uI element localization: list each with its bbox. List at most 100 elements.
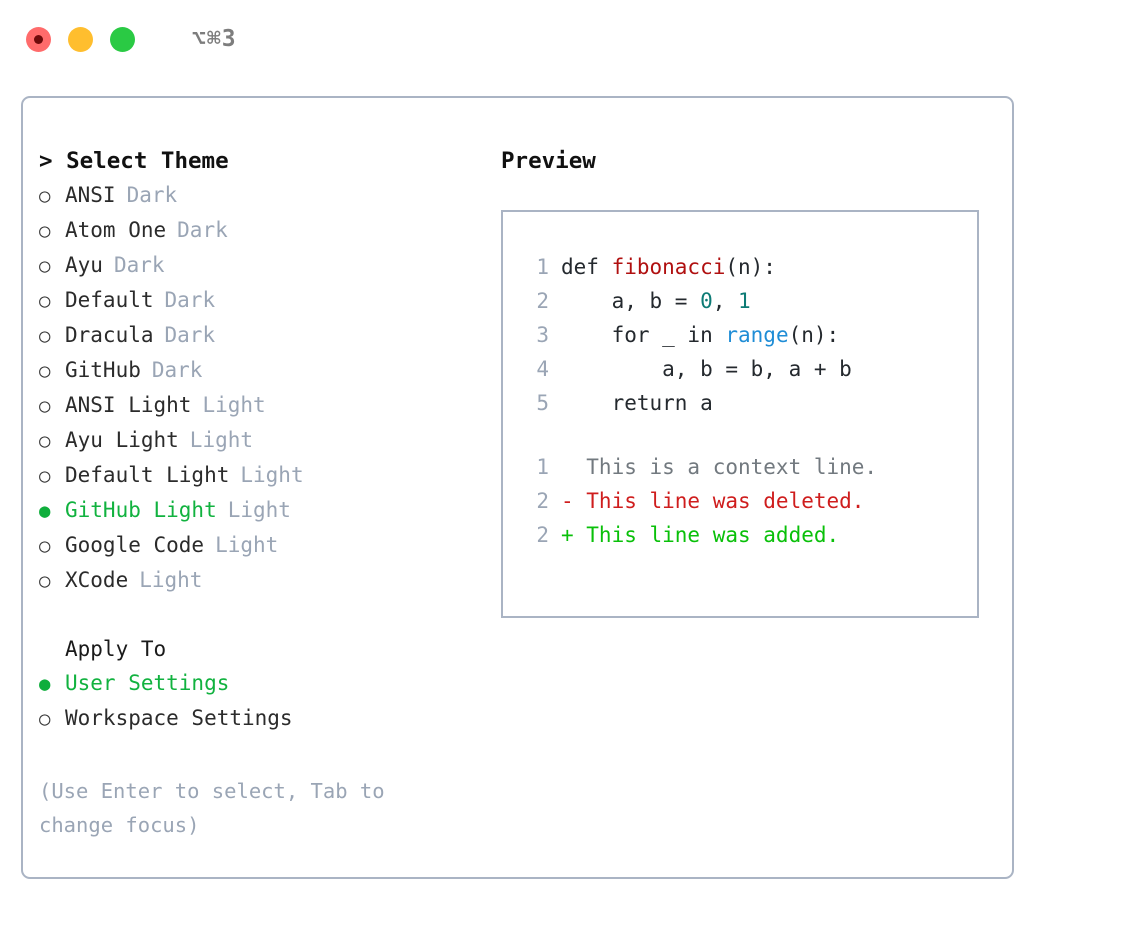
code-line: 2 a, b = 0, 1: [515, 284, 977, 318]
code-line: 4 a, b = b, a + b: [515, 352, 977, 386]
theme-name: GitHub: [65, 358, 141, 382]
keyboard-hint: (Use Enter to select, Tab to change focu…: [39, 774, 449, 842]
code-line: 1 def fibonacci(n):: [515, 250, 977, 284]
close-button[interactable]: [26, 26, 51, 52]
theme-list-item[interactable]: ○ Default Dark: [39, 283, 489, 318]
theme-name: ANSI Light: [65, 393, 192, 417]
theme-name: Default: [65, 288, 154, 312]
keyboard-hint-line-1: (Use Enter to select, Tab to: [39, 779, 385, 803]
theme-name: Google Code: [65, 533, 205, 557]
apply-to-label: Workspace Settings: [65, 706, 293, 730]
radio-icon: ○: [39, 430, 51, 452]
code-token-number: 1: [738, 289, 751, 313]
diff-content: + This line was added.: [561, 523, 840, 547]
code-token: def: [561, 255, 612, 279]
code-content: def fibonacci(n):: [561, 250, 776, 284]
window-controls: [26, 26, 135, 52]
theme-variant-tag: Dark: [164, 288, 216, 312]
theme-list-item[interactable]: ○ ANSI Light Light: [39, 388, 489, 423]
theme-variant-tag: Light: [189, 428, 254, 452]
radio-icon: ○: [39, 535, 51, 557]
code-token: (n):: [725, 255, 776, 279]
diff-line-deleted: 2 - This line was deleted.: [515, 484, 977, 518]
theme-list-item[interactable]: ○ ANSI Dark: [39, 178, 489, 213]
radio-icon: ○: [39, 220, 51, 242]
minimize-button[interactable]: [68, 26, 93, 52]
diff-line-added: 2 + This line was added.: [515, 518, 977, 552]
theme-name: ANSI: [65, 183, 116, 207]
radio-icon-selected: ●: [39, 500, 51, 522]
code-block-separator: [515, 420, 977, 450]
theme-name: Default Light: [65, 463, 230, 487]
theme-name: XCode: [65, 568, 129, 592]
theme-variant-tag: Light: [227, 498, 291, 522]
select-theme-header: > Select Theme: [39, 148, 229, 174]
keyboard-hint-line-2: change focus): [39, 813, 200, 837]
code-token: for _ in: [561, 323, 726, 347]
theme-name: GitHub Light: [65, 498, 217, 522]
radio-icon: ○: [39, 708, 51, 730]
code-line: 5 return a: [515, 386, 977, 420]
theme-variant-tag: Light: [139, 568, 203, 592]
line-number: 3: [536, 323, 549, 347]
radio-icon: ○: [39, 255, 51, 277]
radio-icon: ○: [39, 395, 51, 417]
panel-columns: > Select Theme ○ ANSI Dark ○ Atom One Da…: [23, 98, 1012, 877]
theme-list-item[interactable]: ○ Ayu Dark: [39, 248, 489, 283]
apply-to-title: Apply To: [65, 637, 167, 661]
preview-column: Preview 1 def fibonacci(n): 2 a, b = 0, …: [501, 144, 991, 618]
theme-list-item[interactable]: ○ Ayu Light Light: [39, 423, 489, 458]
line-number: 2: [536, 523, 549, 547]
theme-variant-tag: Dark: [177, 218, 228, 242]
code-line: 3 for _ in range(n):: [515, 318, 977, 352]
apply-to-option-user-settings[interactable]: ● User Settings: [39, 666, 489, 701]
diff-line-context: 1 This is a context line.: [515, 450, 977, 484]
theme-name: Ayu: [65, 253, 103, 277]
recording-dot-icon: [34, 34, 43, 44]
title-bar: ⌥⌘3: [0, 0, 1140, 78]
radio-icon: ○: [39, 290, 51, 312]
line-number: 2: [536, 289, 549, 313]
apply-to-option-workspace-settings[interactable]: ○ Workspace Settings: [39, 701, 489, 736]
code-token-function: fibonacci: [611, 255, 726, 279]
maximize-button[interactable]: [110, 26, 135, 52]
theme-list-item[interactable]: ○ Google Code Light: [39, 528, 489, 563]
theme-name: Atom One: [65, 218, 167, 242]
preview-code-box: 1 def fibonacci(n): 2 a, b = 0, 1 3 for …: [501, 210, 979, 618]
code-token-builtin: range: [725, 323, 789, 347]
preview-title: Preview: [501, 148, 596, 174]
diff-content: - This line was deleted.: [561, 489, 865, 513]
theme-variant-tag: Dark: [126, 183, 178, 207]
keyboard-shortcut-label: ⌥⌘3: [192, 25, 237, 52]
code-token: a, b =: [561, 289, 701, 313]
code-content: a, b = 0, 1: [561, 284, 751, 318]
theme-list-item[interactable]: ○ GitHub Dark: [39, 353, 489, 388]
apply-to-section: Apply To ● User Settings ○ Workspace Set…: [39, 632, 489, 736]
radio-icon-selected: ●: [39, 673, 51, 695]
code-token: (n):: [788, 323, 840, 347]
theme-list-item[interactable]: ○ Dracula Dark: [39, 318, 489, 353]
theme-variant-tag: Light: [202, 393, 266, 417]
content-panel: > Select Theme ○ ANSI Dark ○ Atom One Da…: [21, 96, 1014, 879]
code-token-number: 0: [700, 289, 713, 313]
radio-icon: ○: [39, 325, 51, 347]
theme-name: Ayu Light: [65, 428, 179, 452]
theme-list: ○ ANSI Dark ○ Atom One Dark ○ Ayu Dark: [39, 178, 489, 598]
theme-list-item[interactable]: ○ Atom One Dark: [39, 213, 489, 248]
diff-content: This is a context line.: [561, 455, 878, 479]
radio-icon: ○: [39, 185, 51, 207]
radio-icon: ○: [39, 360, 51, 382]
line-number: 5: [536, 391, 549, 415]
theme-list-item[interactable]: ○ Default Light Light: [39, 458, 489, 493]
theme-list-item-selected[interactable]: ● GitHub Light Light: [39, 493, 489, 528]
theme-name: Dracula: [65, 323, 154, 347]
code-token: ,: [712, 289, 739, 313]
theme-picker-column: > Select Theme ○ ANSI Dark ○ Atom One Da…: [39, 144, 489, 842]
theme-variant-tag: Light: [215, 533, 279, 557]
line-number: 1: [536, 255, 549, 279]
theme-list-item[interactable]: ○ XCode Light: [39, 563, 489, 598]
radio-icon: ○: [39, 570, 51, 592]
line-number: 4: [536, 357, 549, 381]
code-content: return a: [561, 391, 713, 415]
